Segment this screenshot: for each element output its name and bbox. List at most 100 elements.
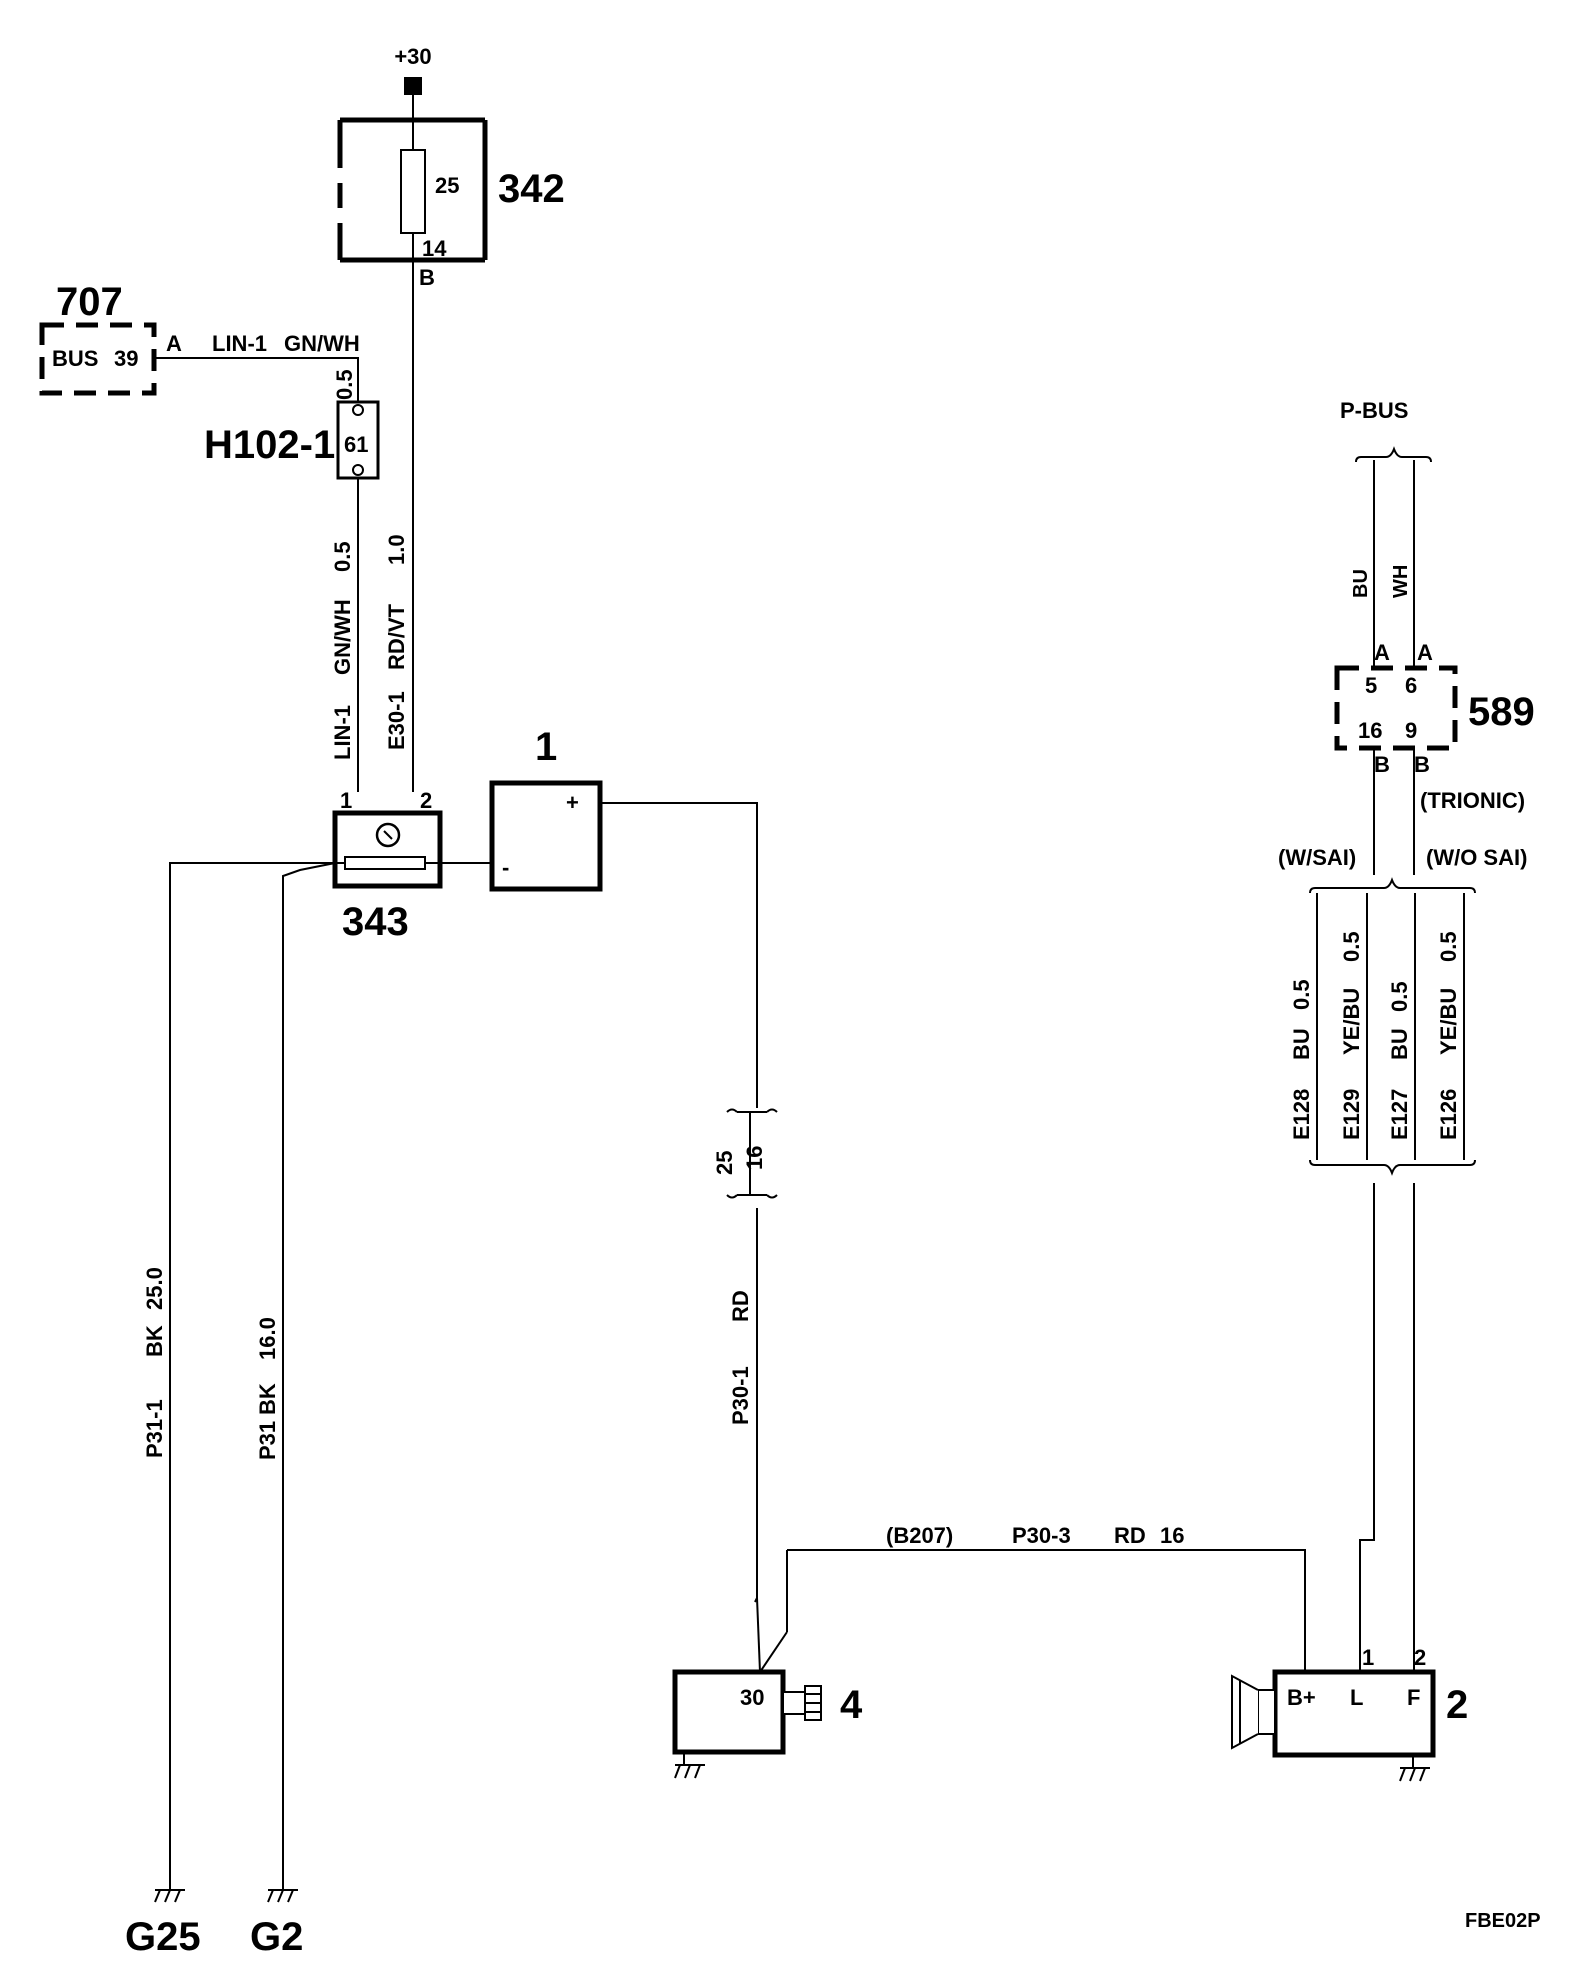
starter-4: 30 4 <box>672 1550 863 1779</box>
e129-signal: E129 <box>1339 1089 1364 1140</box>
generator-pin-2: 2 <box>1414 1645 1426 1670</box>
module-conn-a2: A <box>1417 640 1433 665</box>
battery-plus: + <box>566 790 579 815</box>
wire-p31-1 <box>169 862 335 1890</box>
variant-w-sai: (W/SAI) <box>1278 845 1356 870</box>
bus-label: BUS <box>52 346 98 371</box>
sensor-pin-2: 2 <box>420 788 432 813</box>
lin-signal: LIN-1 <box>212 331 267 356</box>
ground-g25-label: G25 <box>125 1915 201 1959</box>
pulley-icon <box>1231 1674 1276 1750</box>
p31-color: BK <box>255 1383 280 1415</box>
fuse-box-id: 342 <box>498 167 565 211</box>
wire-p31 <box>282 862 336 1890</box>
generator-pin-1: 1 <box>1362 1645 1374 1670</box>
p30-3-harness: (B207) <box>886 1523 953 1548</box>
ground-g2-icon: G2 <box>250 1889 303 1959</box>
module-pin-5: 5 <box>1365 673 1377 698</box>
supply-label: +30 <box>394 44 431 69</box>
e126-size: 0.5 <box>1436 931 1461 962</box>
module-conn-a1: A <box>1374 640 1390 665</box>
lin-connector: A <box>166 331 182 356</box>
p30-3-size: 16 <box>1160 1523 1184 1548</box>
wire-to-generator-l <box>1359 1183 1375 1672</box>
p30-1-color: RD <box>728 1290 753 1322</box>
sensor-id: 343 <box>342 900 409 944</box>
e127-signal: E127 <box>1387 1089 1412 1140</box>
lin-size-top: 0.5 <box>332 369 357 400</box>
wire-p30-3 <box>787 1549 1306 1672</box>
lin-vertical-signal: LIN-1 <box>330 705 355 760</box>
starter-id: 4 <box>840 1683 863 1727</box>
battery-id: 1 <box>535 725 557 769</box>
variant-trionic: (TRIONIC) <box>1420 788 1525 813</box>
fuse-value: 25 <box>435 173 459 198</box>
p31-signal: P31 <box>255 1421 280 1460</box>
fuse-pin-connector: B <box>419 265 435 290</box>
size-variant-b: 16 <box>742 1146 767 1170</box>
wire-lin-1-horizontal <box>154 357 359 405</box>
generator-terminal-b: B+ <box>1287 1685 1316 1710</box>
wire-size-variant: 25 16 <box>712 1108 778 1199</box>
e127-color: BU <box>1387 1028 1412 1060</box>
battery-1: 1 + - <box>489 725 603 892</box>
e30-size: 1.0 <box>384 534 409 565</box>
ground-g25-icon: G25 <box>125 1889 201 1959</box>
wire-p30-1-top <box>600 802 758 1108</box>
ground-g2-label: G2 <box>250 1915 303 1959</box>
e127-size: 0.5 <box>1387 981 1412 1012</box>
p31-size: 16.0 <box>255 1317 280 1360</box>
variant-bracket-bottom <box>1309 1159 1476 1176</box>
variant-wo-sai: (W/O SAI) <box>1426 845 1527 870</box>
fuse-pin: 14 <box>422 236 447 261</box>
splice-h102-1: 61 H102-1 <box>204 400 380 480</box>
wire-p30-1-bottom <box>754 1208 758 1603</box>
module-pin-16: 16 <box>1358 718 1382 743</box>
generator-id: 2 <box>1446 1683 1468 1727</box>
e129-color: YE/BU <box>1339 988 1364 1055</box>
lin-color: GN/WH <box>284 331 360 356</box>
bus-module-id: 707 <box>56 280 123 324</box>
generator-2: B+ L F 1 2 2 <box>1231 1645 1468 1782</box>
e30-signal: E30-1 <box>384 691 409 750</box>
pbus-right-color: WH <box>1390 565 1412 598</box>
generator-terminal-f: F <box>1407 1685 1420 1710</box>
fuse-icon <box>400 149 426 234</box>
e126-color: YE/BU <box>1436 988 1461 1055</box>
e126-signal: E126 <box>1436 1089 1461 1140</box>
e30-color: RD/VT <box>384 603 409 670</box>
pbus-label: P-BUS <box>1340 398 1408 423</box>
pbus-bracket <box>1355 446 1432 463</box>
module-pin-6: 6 <box>1405 673 1417 698</box>
e128-size: 0.5 <box>1289 979 1314 1010</box>
bus-pin: 39 <box>114 346 138 371</box>
starter-terminal: 30 <box>740 1685 764 1710</box>
footer-code: FBE02P <box>1465 1910 1541 1932</box>
module-conn-b1: B <box>1374 752 1390 777</box>
supply-30: +30 <box>394 44 432 120</box>
fuse-box-342: 25 14 342 B <box>337 117 565 290</box>
control-module-id: 589 <box>1468 690 1535 734</box>
e128-signal: E128 <box>1289 1089 1314 1140</box>
splice-number: 61 <box>344 432 368 457</box>
lin-vertical-color: GN/WH <box>330 599 355 675</box>
battery-sensor-343: 1 2 343 <box>332 788 492 944</box>
sensor-pin-1: 1 <box>340 788 352 813</box>
p31-1-signal: P31-1 <box>142 1399 167 1458</box>
p30-3-signal: P30-3 <box>1012 1523 1071 1548</box>
splice-id: H102-1 <box>204 423 335 467</box>
generator-ground-icon <box>1399 1755 1430 1782</box>
generator-terminal-l: L <box>1350 1685 1363 1710</box>
module-conn-b2: B <box>1414 752 1430 777</box>
module-pin-9: 9 <box>1405 718 1417 743</box>
starter-ground-icon <box>674 1752 705 1779</box>
pbus-left-color: BU <box>1350 569 1372 598</box>
bus-module-707: 707 BUS 39 <box>39 280 157 396</box>
p30-1-signal: P30-1 <box>728 1366 753 1425</box>
variant-bracket-top <box>1309 877 1476 894</box>
battery-minus: - <box>502 855 509 880</box>
size-variant-a: 25 <box>712 1151 737 1175</box>
e128-color: BU <box>1289 1028 1314 1060</box>
p31-1-color: BK <box>142 1325 167 1357</box>
